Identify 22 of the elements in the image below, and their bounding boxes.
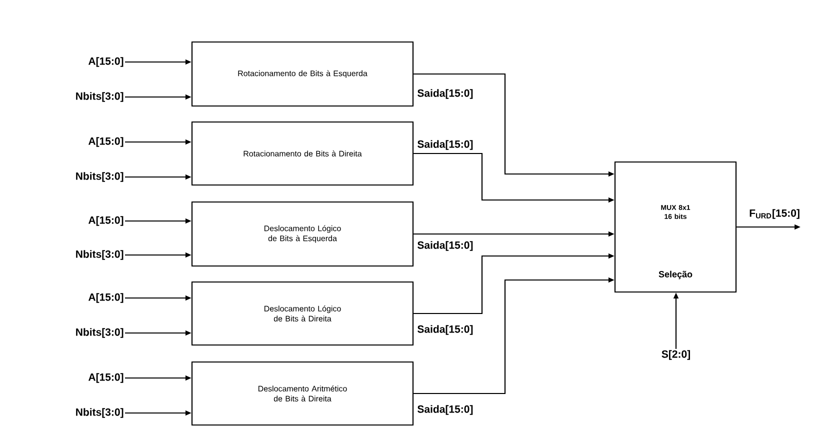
signal-label: Nbits[3:0] — [76, 408, 124, 418]
signal-label: A[15:0] — [88, 216, 124, 226]
function-block: Deslocamento Lógico de Bits à Direita — [191, 281, 414, 346]
signal-label: Nbits[3:0] — [76, 328, 124, 338]
port-label: Saida[15:0] — [418, 325, 473, 335]
signal-label: Nbits[3:0] — [76, 250, 124, 260]
port-label: Saida[15:0] — [418, 241, 473, 251]
signal-label: Nbits[3:0] — [76, 92, 124, 102]
function-block: Deslocamento Aritmético de Bits à Direita — [191, 361, 414, 426]
signal-label: A[15:0] — [88, 373, 124, 383]
signal-label: A[15:0] — [88, 137, 124, 147]
signal-label: A[15:0] — [88, 293, 124, 303]
edge-label: F$_{URD}$[15:0] — [748, 208, 801, 220]
port-label: Saida[15:0] — [418, 89, 473, 99]
port-label: Saida[15:0] — [418, 405, 473, 415]
port-label: Saida[15:0] — [418, 140, 473, 150]
function-block: Rotacionamento de Bits à Direita — [191, 121, 414, 186]
function-block: Deslocamento Lógico de Bits à Esquerda — [191, 201, 414, 267]
function-block: Rotacionamento de Bits à Esquerda — [191, 41, 414, 107]
signal-label: Nbits[3:0] — [76, 172, 124, 182]
signal-label: A[15:0] — [88, 57, 124, 67]
signal-label: S[2:0] — [662, 350, 690, 360]
